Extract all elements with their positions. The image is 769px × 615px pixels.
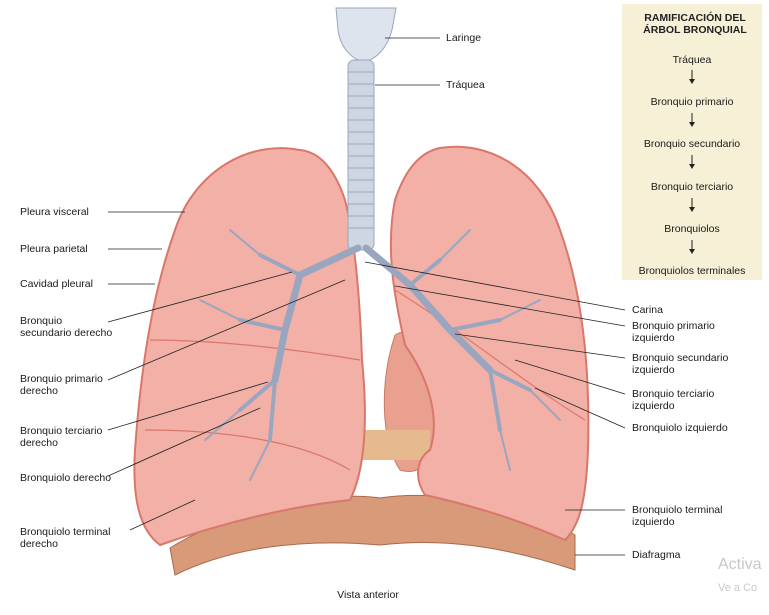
- label-line: Bronquio primario: [20, 373, 103, 385]
- activation-watermark: Activa: [718, 556, 762, 573]
- label-bronquio-primario-derecho: Bronquio primario derecho: [20, 373, 103, 397]
- label-pleura-visceral: Pleura visceral: [20, 206, 89, 218]
- label-line: derecho: [20, 385, 58, 397]
- label-bronquio-terciario-derecho: Bronquio terciario derecho: [20, 425, 102, 449]
- down-arrow-icon: [689, 70, 695, 84]
- down-arrow-icon: [689, 198, 695, 212]
- down-arrow-icon: [689, 240, 695, 254]
- legend-item-bronquio-secundario: Bronquio secundario: [643, 138, 741, 150]
- label-line: Bronquio terciario: [632, 388, 715, 400]
- label-laringe: Laringe: [446, 32, 482, 44]
- label-line: secundario derecho: [20, 327, 113, 339]
- label-bronquiolo-terminal-derecho: Bronquiolo terminal derecho: [20, 526, 110, 550]
- legend-title: RAMIFICACIÓN DEL ÁRBOL BRONQUIAL: [632, 12, 758, 36]
- label-carina: Carina: [632, 304, 663, 316]
- label-line: izquierdo: [632, 332, 675, 344]
- label-line: Bronquiolo terminal: [20, 526, 111, 538]
- left-lung-fissure: [394, 289, 586, 421]
- right-lung: [133, 147, 366, 547]
- legend-item-bronquio-terciario: Bronquio terciario: [650, 181, 734, 193]
- label-traquea: Tráquea: [446, 79, 485, 91]
- legend-item-bronquio-primario: Bronquio primario: [650, 96, 734, 108]
- activation-watermark-sub: Ve a Co: [718, 582, 758, 594]
- label-cavidad-pleural: Cavidad pleural: [20, 278, 93, 290]
- larynx-shape: [335, 7, 397, 61]
- legend-item-bronquiolos: Bronquiolos: [664, 223, 720, 235]
- down-arrow-icon: [689, 155, 695, 169]
- label-line: izquierdo: [632, 364, 675, 376]
- legend-title-line: ÁRBOL BRONQUIAL: [643, 24, 747, 36]
- trachea-shape: [347, 59, 375, 251]
- label-diafragma: Diafragma: [632, 549, 681, 561]
- label-line: Bronquio secundario: [632, 352, 729, 364]
- label-line: derecho: [20, 538, 58, 550]
- label-line: Bronquiolo terminal: [632, 504, 723, 516]
- label-bronquio-secundario-izquierdo: Bronquio secundario izquierdo: [632, 352, 728, 376]
- label-bronquio-terciario-izquierdo: Bronquio terciario izquierdo: [632, 388, 714, 412]
- label-line: Bronquio: [20, 315, 63, 327]
- right-lung-fissure-2: [144, 429, 351, 471]
- label-line: Bronquio primario: [632, 320, 715, 332]
- figure-caption: Vista anterior: [337, 589, 399, 601]
- leader-lines: [107, 37, 626, 556]
- label-bronquiolo-izquierdo: Bronquiolo izquierdo: [632, 422, 728, 434]
- label-bronquiolo-derecho: Bronquiolo derecho: [20, 472, 112, 484]
- label-bronquio-primario-izquierdo: Bronquio primario izquierdo: [632, 320, 715, 344]
- left-lung: [389, 145, 590, 542]
- label-line: derecho: [20, 437, 58, 449]
- label-pleura-parietal: Pleura parietal: [20, 243, 88, 255]
- label-line: Bronquio terciario: [20, 425, 103, 437]
- label-line: izquierdo: [632, 400, 675, 412]
- branching-legend: [622, 4, 762, 280]
- legend-item-bronquiolos-terminales: Bronquiolos terminales: [638, 265, 746, 277]
- label-bronquiolo-terminal-izquierdo: Bronquiolo terminal izquierdo: [632, 504, 722, 528]
- right-lung-fissure: [149, 339, 361, 361]
- down-arrow-icon: [689, 113, 695, 127]
- legend-title-line: RAMIFICACIÓN DEL: [644, 12, 746, 24]
- trachea-rings: [348, 71, 374, 229]
- legend-item-traquea: Tráquea: [672, 54, 712, 66]
- label-bronquio-secundario-derecho: Bronquio secundario derecho: [20, 315, 112, 339]
- mediastinum-base: [355, 430, 430, 460]
- label-line: izquierdo: [632, 516, 675, 528]
